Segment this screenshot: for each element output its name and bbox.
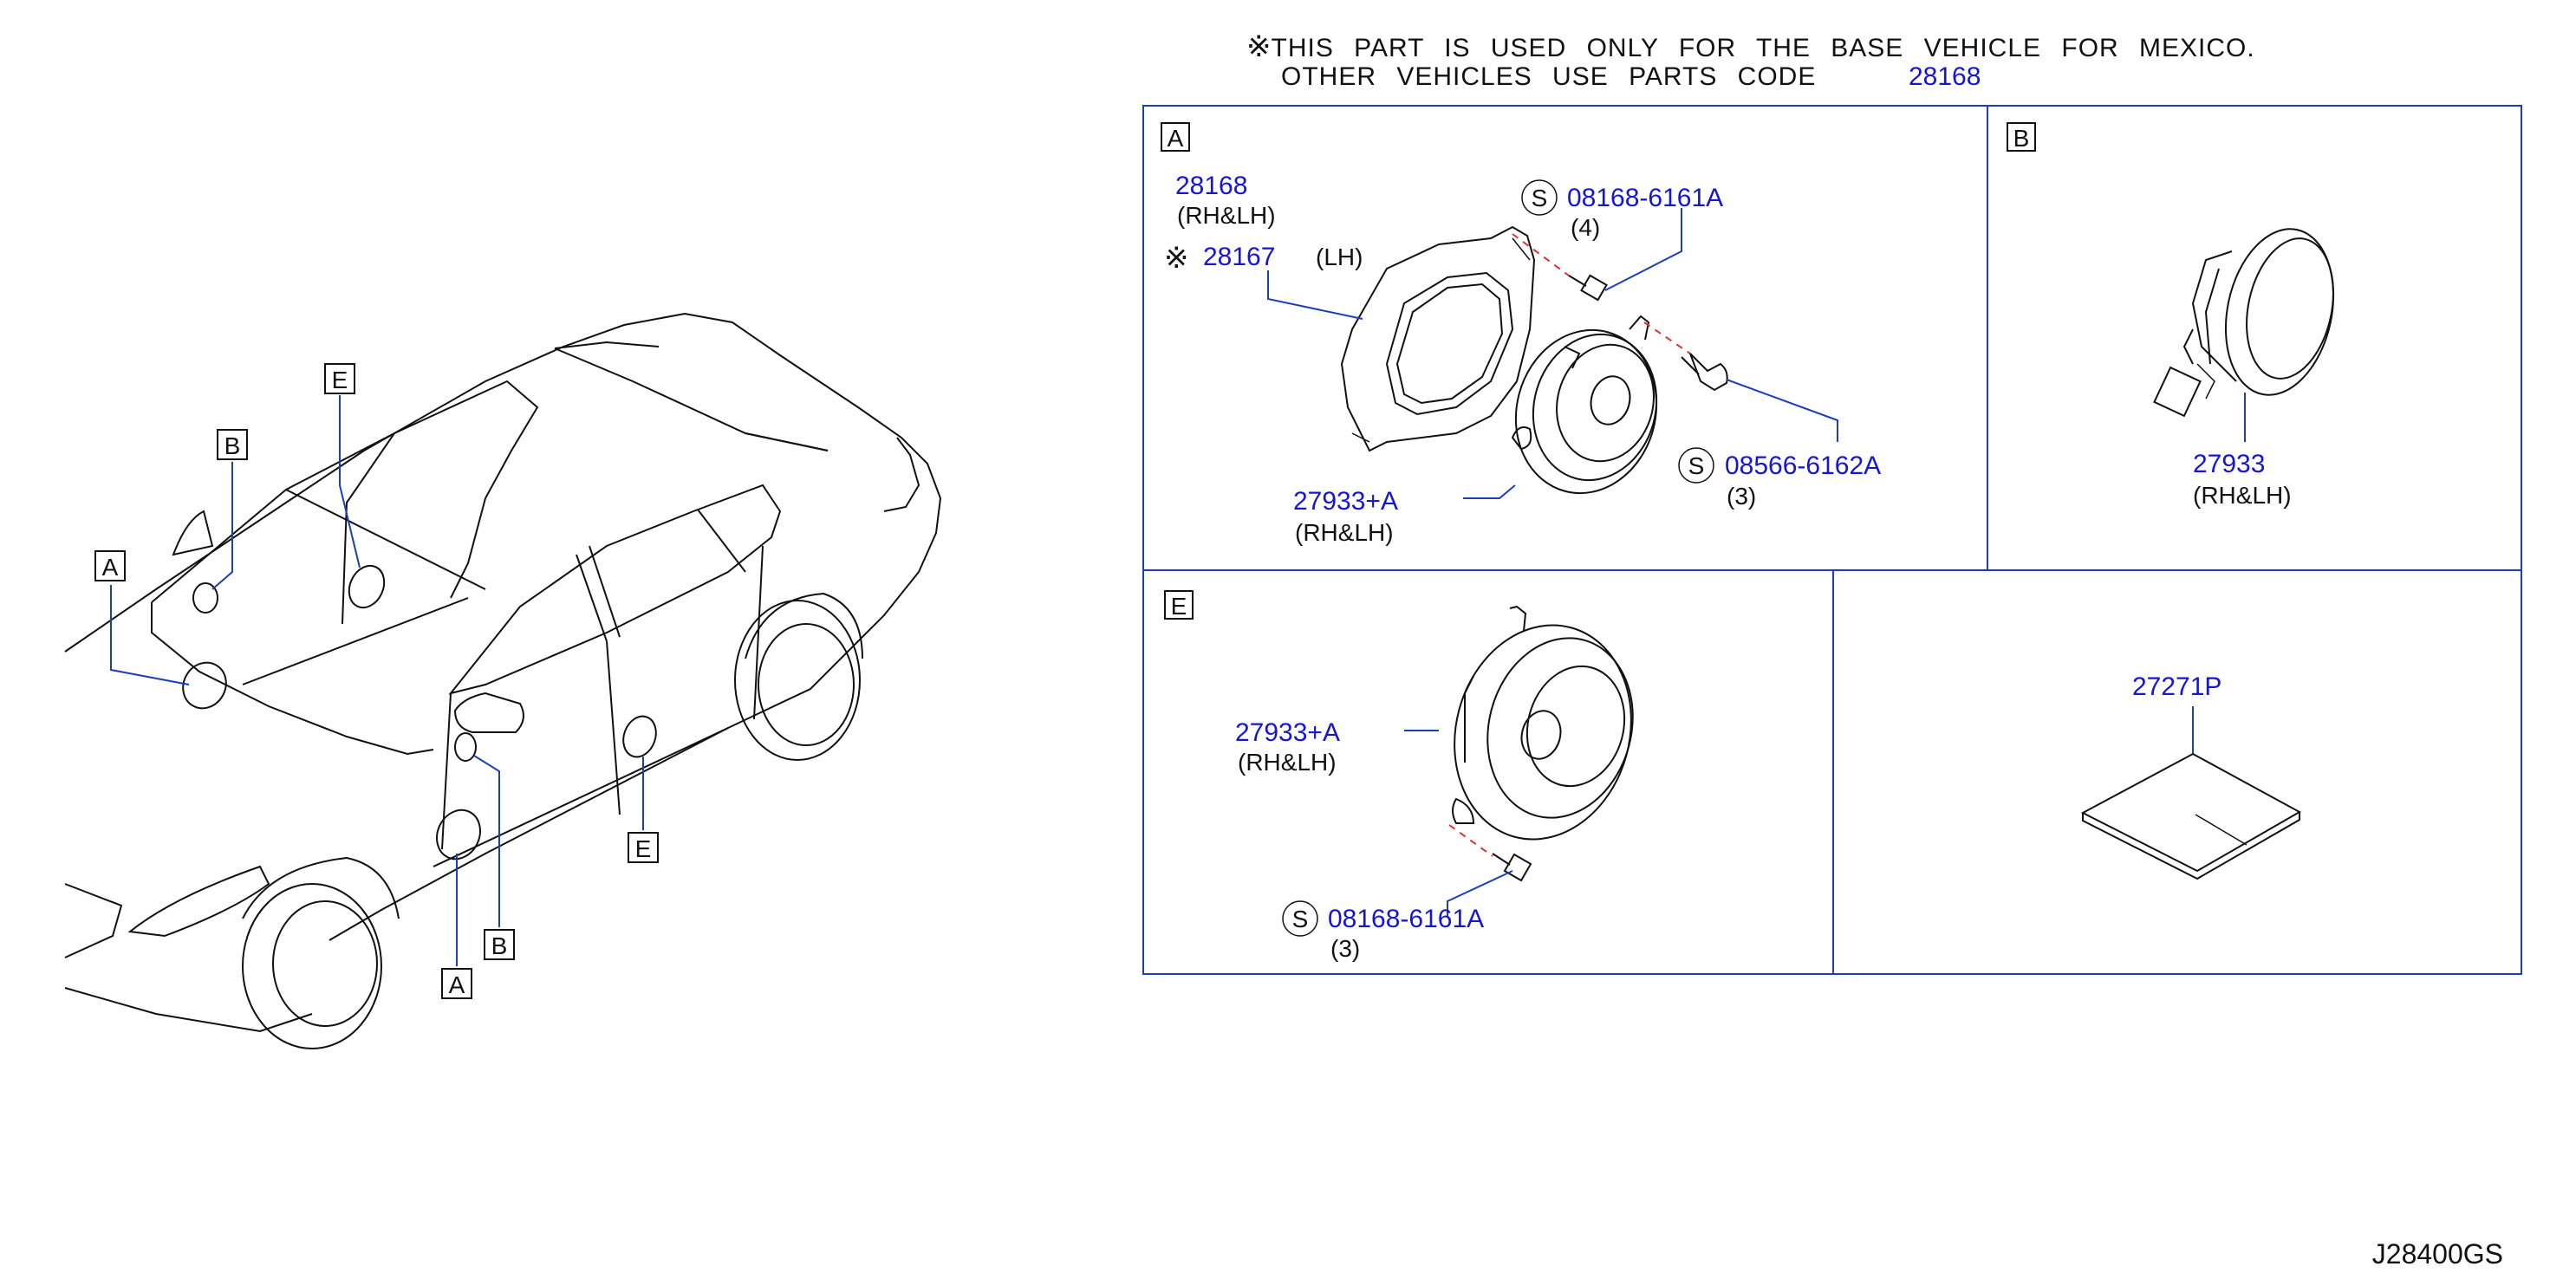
panel-a-tag [1161, 122, 1190, 152]
rear-screw-code[interactable]: 08168-6161A [1328, 905, 1484, 933]
speaker-location-e-rear [348, 564, 386, 609]
speaker-location-b-door [454, 732, 477, 762]
callout-box-a[interactable] [94, 550, 126, 581]
speaker-location-a-front [182, 661, 227, 710]
screw1-badge: S [1532, 185, 1548, 211]
sound-pad [2080, 752, 2302, 880]
rear-screw-qty: (3) [1330, 935, 1360, 962]
screw-icon [1492, 853, 1532, 882]
alt-bracket-code[interactable]: 28167 [1203, 243, 1275, 271]
panel-e: E 27933+A (RH&LH) S 08168-6161A (3) [1164, 590, 1634, 962]
panel-b-letter: B [2013, 125, 2030, 152]
callout-box-b[interactable] [217, 429, 248, 460]
rear-speaker [1452, 605, 1634, 841]
callout-box-e[interactable] [324, 363, 355, 394]
tweeter-side: (RH&LH) [2193, 482, 2292, 509]
woofer-speaker [1511, 315, 1658, 495]
header-note-line1: ※THIS PART IS USED ONLY FOR THE BASE VEH… [1246, 29, 2255, 64]
header-note-code[interactable]: 28168 [1909, 62, 1981, 91]
bracket-code[interactable]: 28168 [1175, 172, 1247, 200]
speaker-location-b-dash [192, 582, 218, 614]
alt-reference-symbol: ※ [1164, 242, 1189, 275]
rear-speaker-side: (RH&LH) [1238, 749, 1337, 776]
tweeter-speaker [2153, 228, 2335, 418]
panel-a-letter: A [1168, 125, 1184, 152]
speaker-code[interactable]: 27933+A [1293, 487, 1398, 516]
callout-box-b-lower[interactable] [484, 929, 515, 960]
screw2-badge: S [1688, 452, 1705, 479]
rear-screw-badge: S [1292, 906, 1309, 932]
callout-a: A [102, 554, 119, 581]
speaker-location-e-door [622, 715, 657, 758]
tweeter-code[interactable]: 27933 [2193, 450, 2265, 478]
speaker-bracket [1340, 225, 1536, 452]
screw2-qty: (3) [1727, 483, 1756, 510]
callout-e-lower: E [635, 835, 652, 862]
pad-code[interactable]: 27271P [2132, 672, 2221, 701]
screw2-code[interactable]: 08566-6162A [1725, 451, 1881, 480]
callout-a-lower: A [449, 971, 465, 998]
panel-pad: 27271P [2080, 672, 2302, 880]
callout-box-a-lower[interactable] [441, 968, 472, 999]
vehicle-drawing [64, 312, 942, 1049]
bracket-side: (RH&LH) [1177, 202, 1276, 229]
diagram-id: J28400GS [2372, 1238, 2503, 1270]
header-note-text: THIS PART IS USED ONLY FOR THE BASE VEHI… [1271, 34, 2255, 62]
callout-b: B [224, 432, 241, 459]
screw1-code[interactable]: 08168-6161A [1567, 184, 1723, 212]
vehicle-callouts: A B E B A E [94, 363, 659, 999]
screw-icon [1681, 353, 1728, 392]
panel-a: A 28168 (RH&LH) ※ 28167 (LH) S 08168-616… [1161, 122, 1881, 546]
screw1-qty: (4) [1571, 214, 1600, 241]
header-note-line2: OTHER VEHICLES USE PARTS CODE [1281, 62, 1816, 92]
callout-b-lower: B [491, 932, 508, 959]
panel-e-letter: E [1171, 593, 1187, 620]
panel-b: B 27933 (RH&LH) [2007, 122, 2335, 509]
alt-bracket-side: (LH) [1316, 244, 1363, 270]
speaker-location-a-door [436, 809, 481, 861]
reference-symbol: ※ [1246, 30, 1272, 63]
rear-speaker-code[interactable]: 27933+A [1235, 718, 1340, 747]
speaker-side: (RH&LH) [1295, 519, 1394, 546]
callout-box-e-lower[interactable] [628, 832, 659, 863]
header-note-text-2: OTHER VEHICLES USE PARTS CODE [1281, 62, 1817, 91]
panel-frames [1142, 105, 2522, 975]
panel-e-tag [1164, 590, 1194, 620]
callout-e: E [332, 367, 348, 393]
screw-icon [1568, 274, 1608, 302]
panel-b-tag [2007, 122, 2036, 152]
